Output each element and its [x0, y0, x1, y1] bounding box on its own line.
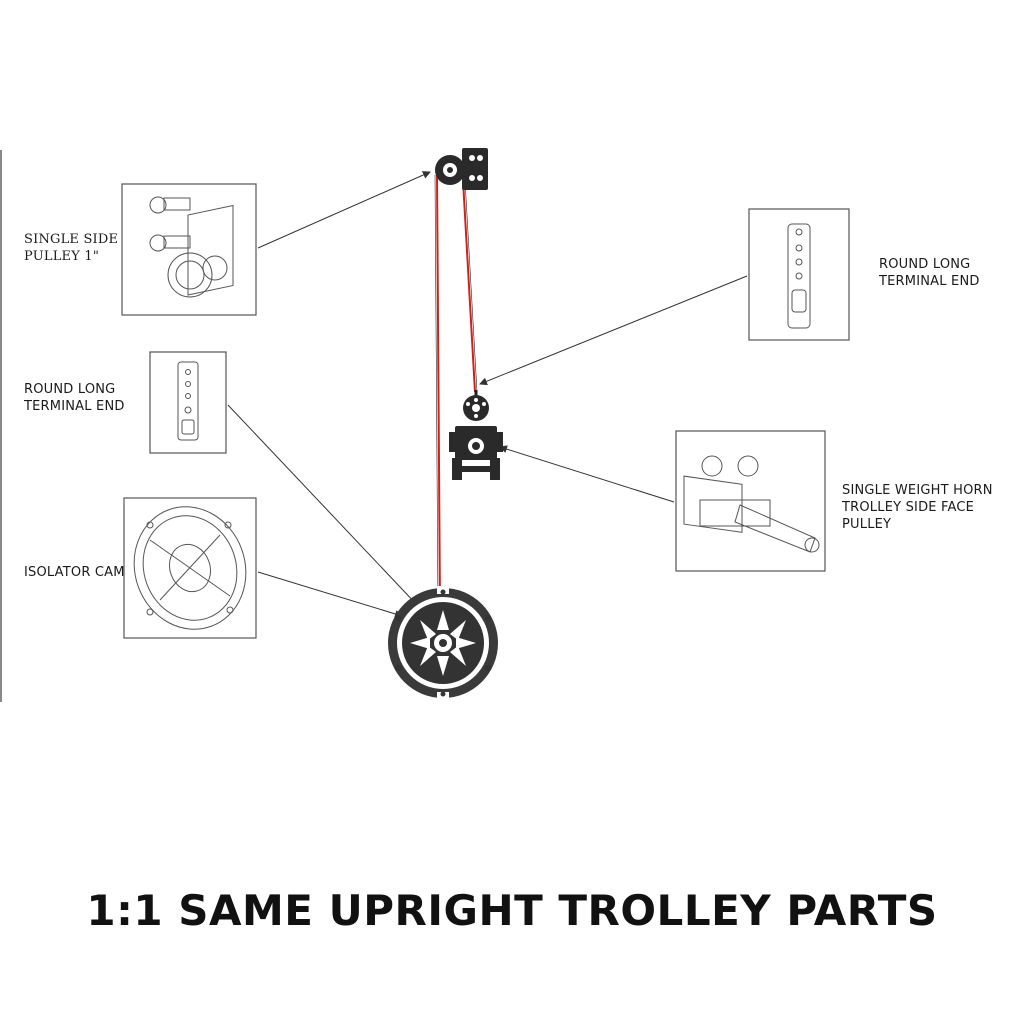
left-border-line	[0, 150, 2, 702]
leader-lines	[227, 171, 748, 618]
label-terminal-end-left: ROUND LONG TERMINAL END	[24, 382, 125, 414]
leader-terminal-end-right	[479, 275, 748, 386]
thumb-terminal-end-left	[177, 361, 199, 441]
page-caption: 1:1 SAME UPRIGHT TROLLEY PARTS	[86, 886, 938, 935]
trolley-assembly	[449, 390, 503, 480]
top-pulley	[435, 148, 488, 190]
thumb-weight-horn	[683, 455, 820, 553]
frame-terminal-end-right	[748, 208, 850, 341]
leader-terminal-end-left	[227, 404, 419, 607]
label-weight-horn: SINGLE WEIGHT HORN TROLLEY SIDE FACE PUL…	[842, 483, 993, 532]
leader-weight-horn	[499, 445, 675, 503]
leader-isolator-cam	[257, 571, 403, 618]
thumb-terminal-end-right	[787, 223, 811, 329]
thumb-single-side-pulley	[149, 196, 234, 298]
frame-isolator-cam	[123, 497, 257, 639]
cable	[436, 174, 476, 611]
label-terminal-end-right: ROUND LONG TERMINAL END	[879, 257, 980, 289]
frame-terminal-end-left	[149, 351, 227, 454]
frame-weight-horn	[675, 430, 826, 572]
label-isolator-cam: ISOLATOR CAM	[24, 565, 125, 580]
frame-single-side-pulley	[121, 183, 257, 316]
leader-single-side-pulley	[257, 171, 431, 249]
label-single-side-pulley: SINGLE SIDE PULLEY 1"	[24, 232, 119, 264]
isolator-cam-wheel	[388, 586, 498, 700]
thumb-isolator-cam	[133, 506, 247, 630]
